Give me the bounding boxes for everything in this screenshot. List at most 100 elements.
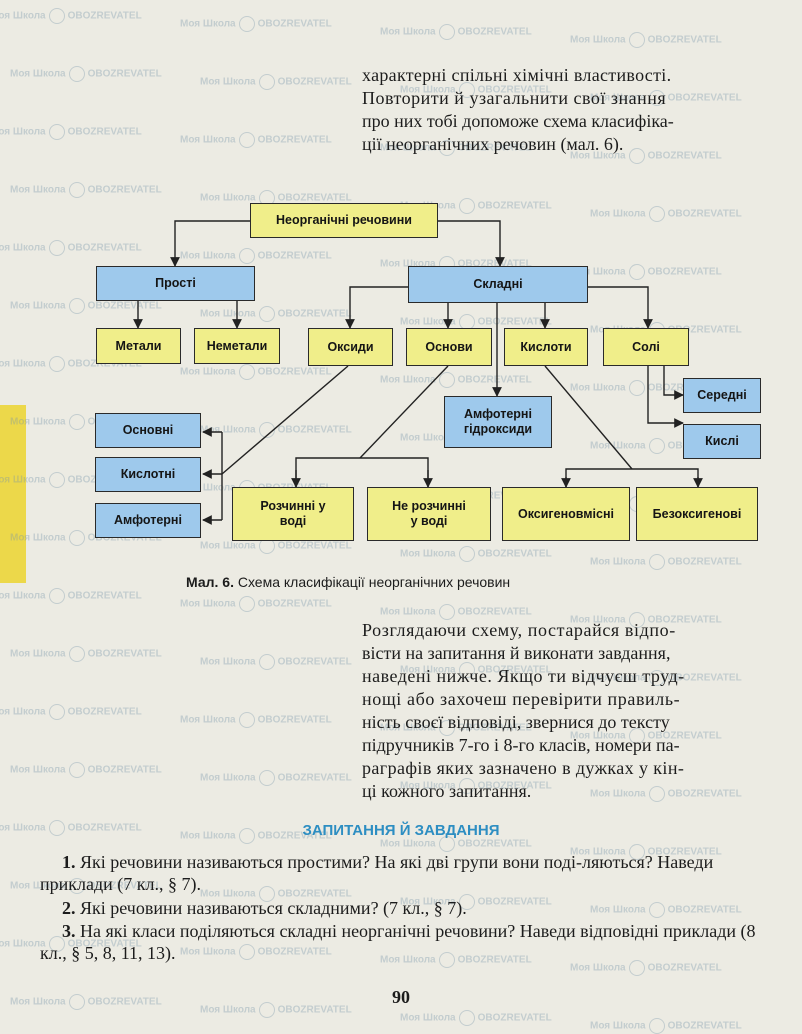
caption-text: Схема класифікації неорганічних речовин (233, 574, 511, 590)
watermark-logo-icon (258, 306, 275, 322)
box-salts: Солі (603, 328, 689, 366)
watermark-logo-icon (68, 994, 85, 1010)
watermark-logo-icon (648, 1018, 665, 1034)
box-acidic-oxides: Кислотні (95, 457, 201, 492)
watermark-logo-icon (238, 712, 255, 728)
paragraph-line: ці кожного запитання. (362, 781, 532, 801)
caption-label: Мал. 6. (186, 574, 234, 590)
watermark-logo-icon (238, 364, 255, 380)
box-basic-oxides: Основні (95, 413, 201, 448)
box-nonmetals: Неметали (194, 328, 280, 364)
watermark-logo-icon (438, 720, 455, 736)
watermark-logo-icon (438, 952, 455, 968)
watermark-logo-icon (648, 90, 665, 106)
watermark-logo-icon (458, 546, 475, 562)
diagram-connectors (133, 220, 703, 525)
box-oxygenfree-acids: Безоксигенові (636, 487, 758, 541)
paragraph-line: раграфів яких зазначено в дужках у кін- (362, 758, 685, 778)
watermark-logo-icon (458, 894, 475, 910)
watermark-logo-icon (48, 588, 65, 604)
watermark-logo-icon (628, 960, 645, 976)
watermark-logo-icon (238, 132, 255, 148)
intro-line: ції неорганічних речовин (мал. 6). (362, 134, 624, 154)
watermark-logo-icon (628, 148, 645, 164)
watermark-logo-icon (258, 654, 275, 670)
paragraph-line: наведені нижче. Якщо ти відчуєш труд- (362, 666, 685, 686)
box-acid-salts: Кислі (683, 424, 761, 459)
box-complex: Складні (408, 266, 588, 303)
watermark-logo-icon (458, 82, 475, 98)
watermark-logo-icon (238, 16, 255, 32)
watermark-logo-icon (68, 530, 85, 546)
section-title: ЗАПИТАННЯ Й ЗАВДАННЯ (302, 822, 500, 839)
box-inorganic: Неорганічні речовини (250, 203, 438, 238)
box-metals: Метали (96, 328, 181, 364)
intro-line: характерні спільні хімічні властивості. (362, 65, 672, 85)
watermark-logo-icon (68, 878, 85, 894)
watermark-logo-icon (648, 786, 665, 802)
instruction-paragraph: Розглядаючи схему, постарайся відпо- віс… (362, 619, 685, 803)
watermark-logo-icon (68, 66, 85, 82)
watermark-logo-icon (438, 372, 455, 388)
watermark-logo-icon (48, 820, 65, 836)
question-text: Які речовини називаються складними? (7 к… (75, 898, 467, 918)
watermark-logo-icon (68, 646, 85, 662)
watermark-logo-icon (438, 24, 455, 40)
watermark-logo-icon (628, 612, 645, 628)
watermark-logo-icon (648, 206, 665, 222)
figure-caption: Мал. 6. Схема класифікації неорганічних … (186, 574, 510, 590)
watermark-logo-icon (48, 8, 65, 24)
watermark-logo-icon (48, 124, 65, 140)
side-tab (0, 405, 26, 583)
question-3: 3. На які класи поділяються складні неор… (40, 920, 775, 964)
watermark-logo-icon (628, 32, 645, 48)
watermark-logo-icon (68, 182, 85, 198)
watermark-logo-icon (438, 604, 455, 620)
paragraph-line: нощі або захочеш перевірити правиль- (362, 689, 681, 709)
intro-text: характерні спільні хімічні властивості. … (362, 64, 674, 156)
watermark-logo-icon (648, 670, 665, 686)
watermark-logo-icon (238, 248, 255, 264)
watermark-logo-icon (458, 662, 475, 678)
question-number: 3. (62, 921, 76, 941)
watermark-logo-icon (238, 944, 255, 960)
watermark-logo-icon (648, 554, 665, 570)
watermark-logo-icon (48, 936, 65, 952)
watermark-logo-icon (628, 844, 645, 860)
watermark-logo-icon (438, 836, 455, 852)
watermark-logo-icon (648, 438, 665, 454)
box-soluble: Розчинні у воді (232, 487, 354, 541)
box-simple: Прості (96, 266, 255, 301)
question-1: 1. Які речовини називаються простими? На… (40, 851, 775, 895)
